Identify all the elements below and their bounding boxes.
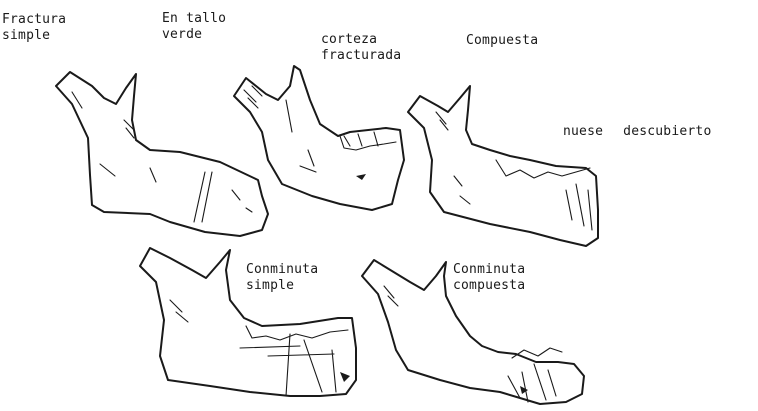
mandible-conminuta-simple bbox=[140, 248, 356, 396]
mandible-compuesta bbox=[408, 86, 598, 246]
mandible-fractura-simple bbox=[56, 72, 268, 236]
mandible-conminuta-compuesta bbox=[362, 260, 584, 404]
